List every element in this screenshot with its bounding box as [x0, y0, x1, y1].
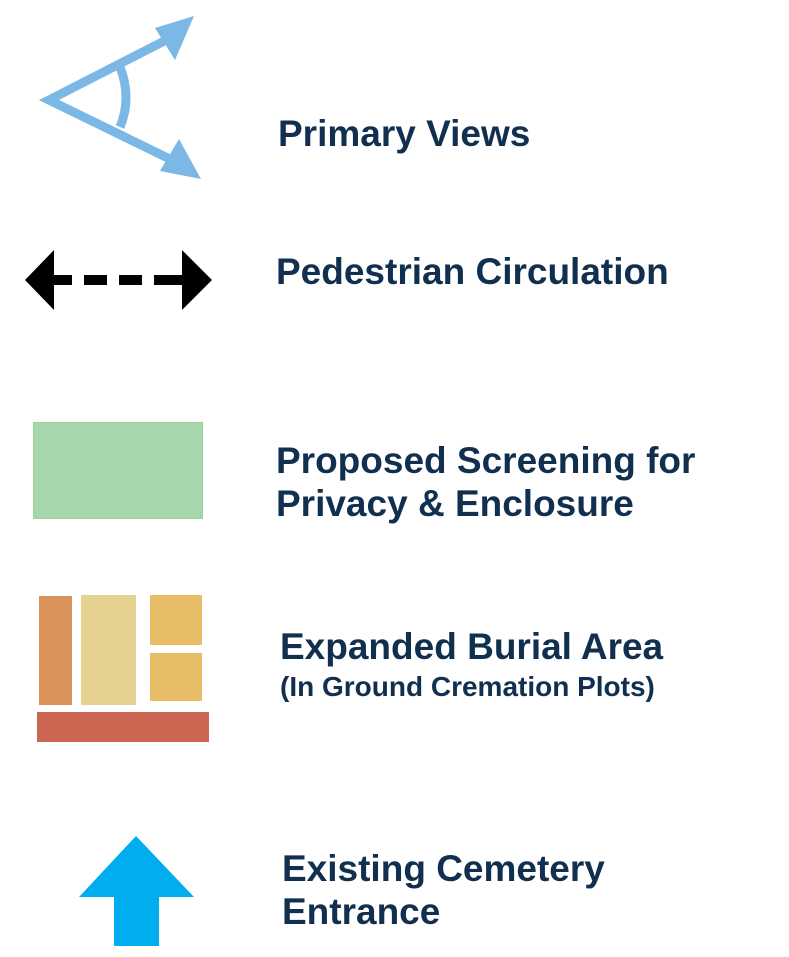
- view-cone-icon: [38, 16, 201, 179]
- legend-label-proposed-screening: Proposed Screening for Privacy & Enclosu…: [276, 440, 696, 524]
- legend-label-cemetery-entrance: Existing Cemetery Entrance: [282, 848, 605, 932]
- legend-label-pedestrian-circulation: Pedestrian Circulation: [276, 251, 669, 292]
- burial-plots-swatch: [37, 595, 209, 742]
- screening-swatch: [33, 422, 203, 519]
- legend-label-primary-views: Primary Views: [278, 113, 531, 154]
- double-arrow-dashed-icon: [25, 250, 212, 310]
- up-arrow-icon: [79, 836, 194, 946]
- legend-label-expanded-burial: Expanded Burial Area (In Ground Crematio…: [280, 626, 664, 702]
- legend-sublabel-cremation-plots: (In Ground Cremation Plots): [280, 670, 655, 702]
